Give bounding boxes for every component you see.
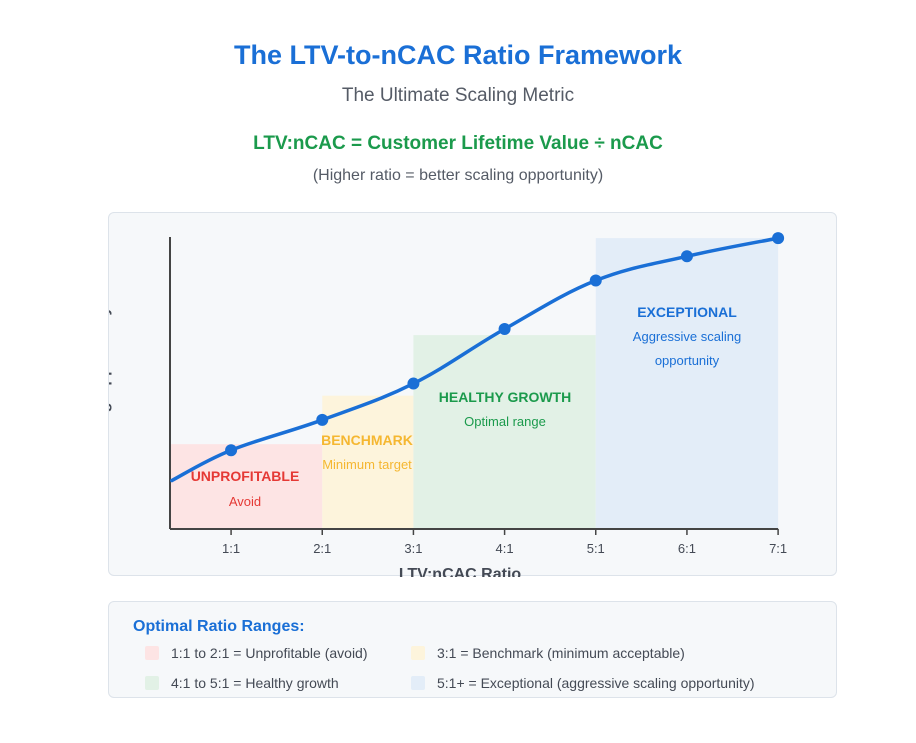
x-tick-label: 3:1 <box>404 541 422 556</box>
zone-label-unprofitable: UNPROFITABLE <box>191 468 300 484</box>
legend-swatch <box>411 676 425 690</box>
zone-sublabel-unprofitable: Avoid <box>229 494 261 509</box>
legend-item-healthy: 4:1 to 5:1 = Healthy growth <box>145 675 339 691</box>
x-tick-label: 2:1 <box>313 541 331 556</box>
legend-item-unprofitable: 1:1 to 2:1 = Unprofitable (avoid) <box>145 645 368 661</box>
chart-card: UNPROFITABLE Avoid BENCHMARK Minimum target… <box>108 212 837 577</box>
x-tick-label: 1:1 <box>222 541 240 556</box>
zone-unprofitable <box>170 444 323 529</box>
legend-label: 5:1+ = Exceptional (aggressive scaling o… <box>437 675 755 691</box>
legend-label: 3:1 = Benchmark (minimum acceptable) <box>437 645 685 661</box>
x-tick-label: 5:1 <box>587 541 605 556</box>
zone-sublabel-benchmark: Minimum target <box>322 457 412 472</box>
page-title: The LTV-to-nCAC Ratio Framework <box>233 40 683 70</box>
data-point <box>225 444 238 457</box>
data-point <box>680 250 693 263</box>
legend-swatch <box>145 646 159 660</box>
page-subtitle: The Ultimate Scaling Metric <box>341 85 575 106</box>
data-point <box>498 323 511 336</box>
legend-swatch <box>411 646 425 660</box>
zone-label-healthy: HEALTHY GROWTH <box>439 389 571 405</box>
x-tick-label: 6:1 <box>678 541 696 556</box>
x-tick-label: 7:1 <box>769 541 787 556</box>
zone-label-benchmark: BENCHMARK <box>321 432 413 448</box>
y-axis-label: Scaling Opportunity <box>109 306 112 459</box>
data-point <box>772 232 785 245</box>
data-point <box>407 377 420 390</box>
zone-sublabel-exceptional-line2: opportunity <box>655 353 720 368</box>
formula-note: (Higher ratio = better scaling opportuni… <box>312 167 604 184</box>
x-axis-label: LTV:nCAC Ratio <box>399 566 522 577</box>
ratio-chart: UNPROFITABLE Avoid BENCHMARK Minimum target… <box>109 232 787 577</box>
formula-text: LTV:nCAC = Customer Lifetime Value ÷ nCA… <box>253 133 663 154</box>
zone-healthy <box>413 335 596 529</box>
zone-sublabel-exceptional: Aggressive scaling <box>633 329 741 344</box>
legend-label: 4:1 to 5:1 = Healthy growth <box>171 675 339 691</box>
legend-item-benchmark: 3:1 = Benchmark (minimum acceptable) <box>411 645 685 661</box>
legend-card: Optimal Ratio Ranges: 1:1 to 2:1 = Unpro… <box>108 601 837 698</box>
data-point <box>316 413 329 426</box>
legend-label: 1:1 to 2:1 = Unprofitable (avoid) <box>171 645 368 661</box>
zone-benchmark <box>322 395 414 529</box>
legend-swatch <box>145 676 159 690</box>
legend-title: Optimal Ratio Ranges: <box>133 618 305 635</box>
zone-label-exceptional: EXCEPTIONAL <box>637 304 737 320</box>
zone-exceptional <box>595 238 779 529</box>
legend-item-exceptional: 5:1+ = Exceptional (aggressive scaling o… <box>411 675 755 691</box>
data-point <box>589 274 602 287</box>
series-line <box>170 236 780 483</box>
x-tick-label: 4:1 <box>496 541 514 556</box>
zone-sublabel-healthy: Optimal range <box>464 414 546 429</box>
